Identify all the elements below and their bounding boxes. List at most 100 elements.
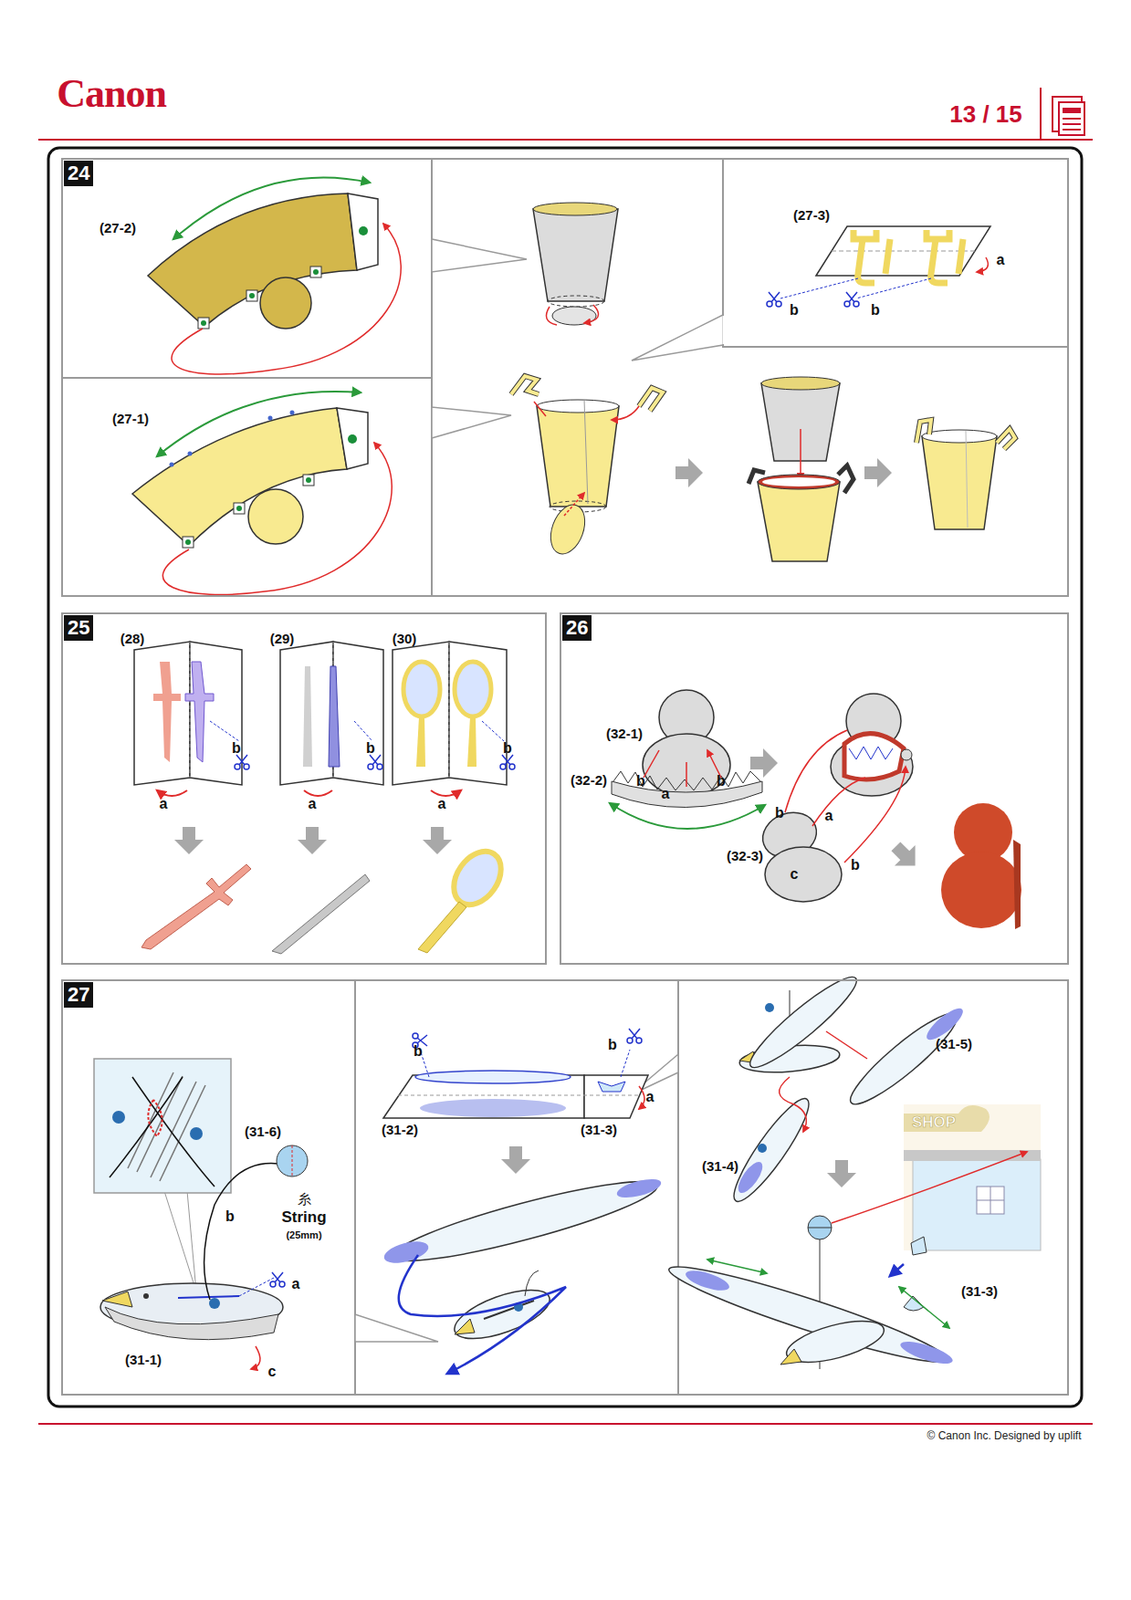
- art-shape: [328, 666, 340, 767]
- art-shape: [609, 803, 765, 829]
- art-shape: [807, 1215, 832, 1240]
- art-shape: [779, 1031, 868, 1132]
- art-shape: [157, 790, 461, 796]
- art-shape: [683, 1267, 732, 1296]
- art-shape: [996, 429, 1016, 450]
- step-panel: 26: [559, 612, 1069, 965]
- art-shape: [297, 827, 327, 855]
- art-shape: [280, 641, 384, 786]
- art-shape: [174, 827, 204, 855]
- art-shape: [431, 239, 527, 273]
- art-shape: [444, 842, 512, 914]
- art-shape: [449, 641, 451, 778]
- art-shape: [733, 1158, 767, 1197]
- art-shape: [392, 641, 507, 786]
- string-label: String: [281, 1208, 326, 1227]
- step-letter: a: [996, 251, 1006, 269]
- step-panel: 27: [61, 979, 1069, 1396]
- art-shape: [336, 408, 368, 470]
- art-shape: [544, 500, 591, 559]
- art-shape: [638, 387, 663, 411]
- panel-27-art: [94, 967, 1041, 1396]
- art-shape: [1062, 123, 1081, 126]
- art-shape: [38, 138, 1093, 141]
- art-shape: [511, 376, 539, 395]
- art-shape: [419, 1099, 566, 1118]
- art-shape: [926, 230, 964, 283]
- string-label: 糸: [297, 1191, 312, 1209]
- art-shape: [903, 1105, 990, 1132]
- art-shape: [141, 864, 252, 950]
- art-shape: [536, 406, 619, 507]
- step-letter: a: [661, 785, 671, 803]
- art-shape: [249, 293, 255, 299]
- art-shape: [890, 1264, 904, 1277]
- art-shape: [916, 419, 932, 443]
- part-label: (27-2): [99, 219, 137, 236]
- art-shape: [533, 209, 618, 302]
- art-shape: [162, 442, 392, 595]
- art-shape: [844, 292, 859, 307]
- art-shape: [631, 314, 723, 361]
- part-label: (31-5): [935, 1036, 973, 1052]
- art-shape: [885, 836, 926, 877]
- art-shape: [864, 458, 892, 488]
- art-shape: [976, 257, 988, 273]
- step-letter: b: [870, 302, 880, 319]
- art-shape: [246, 290, 258, 302]
- copyright: © Canon Inc. Designed by uplift: [927, 1429, 1082, 1443]
- art-shape: [848, 746, 893, 760]
- art-shape: [831, 251, 975, 252]
- art-shape: [916, 419, 932, 443]
- art-shape: [615, 1175, 663, 1202]
- art-shape: [355, 1314, 439, 1342]
- art-shape: [109, 1077, 215, 1187]
- art-shape: [367, 754, 383, 770]
- step-letter: b: [502, 740, 513, 757]
- shop-sign: SHOP: [911, 1113, 956, 1132]
- art-shape: [233, 502, 245, 514]
- art-shape: [533, 202, 618, 216]
- step-number: 26: [562, 615, 592, 641]
- art-shape: [147, 1099, 162, 1137]
- art-shape: [198, 317, 210, 329]
- step-letter: b: [225, 1208, 235, 1226]
- art-shape: [903, 1150, 1041, 1162]
- art-shape: [899, 1287, 950, 1329]
- art-shape: [762, 477, 836, 487]
- step-letter: a: [292, 1276, 301, 1293]
- art-shape: [134, 641, 190, 786]
- art-shape: [313, 269, 319, 275]
- art-shape: [127, 1072, 206, 1182]
- art-shape: [185, 661, 214, 763]
- art-shape: [757, 481, 840, 562]
- art-shape: [898, 1337, 955, 1369]
- part-label: (31-3): [580, 1121, 618, 1138]
- step-letter: a: [646, 1089, 655, 1106]
- art-shape: [403, 661, 440, 717]
- step-panel: 24: [61, 157, 1069, 597]
- art-shape: [807, 1227, 832, 1229]
- art-shape: [104, 1307, 279, 1341]
- part-label: (32-3): [726, 848, 764, 864]
- art-shape: [134, 641, 242, 786]
- header-rule: [38, 87, 1093, 1425]
- art-shape: [638, 387, 663, 411]
- art-shape: [415, 1070, 571, 1084]
- step-letter: b: [774, 805, 785, 822]
- art-shape: [209, 721, 504, 742]
- art-shape: [270, 1272, 285, 1288]
- art-shape: [236, 505, 242, 512]
- art-shape: [102, 1291, 133, 1308]
- art-shape: [1013, 839, 1021, 930]
- art-shape: [1058, 102, 1085, 136]
- art-shape: [707, 1259, 767, 1274]
- art-shape: [303, 474, 315, 486]
- art-shape: [799, 429, 802, 480]
- art-shape: [536, 399, 619, 413]
- art-shape: [757, 474, 840, 490]
- art-shape: [251, 1346, 261, 1370]
